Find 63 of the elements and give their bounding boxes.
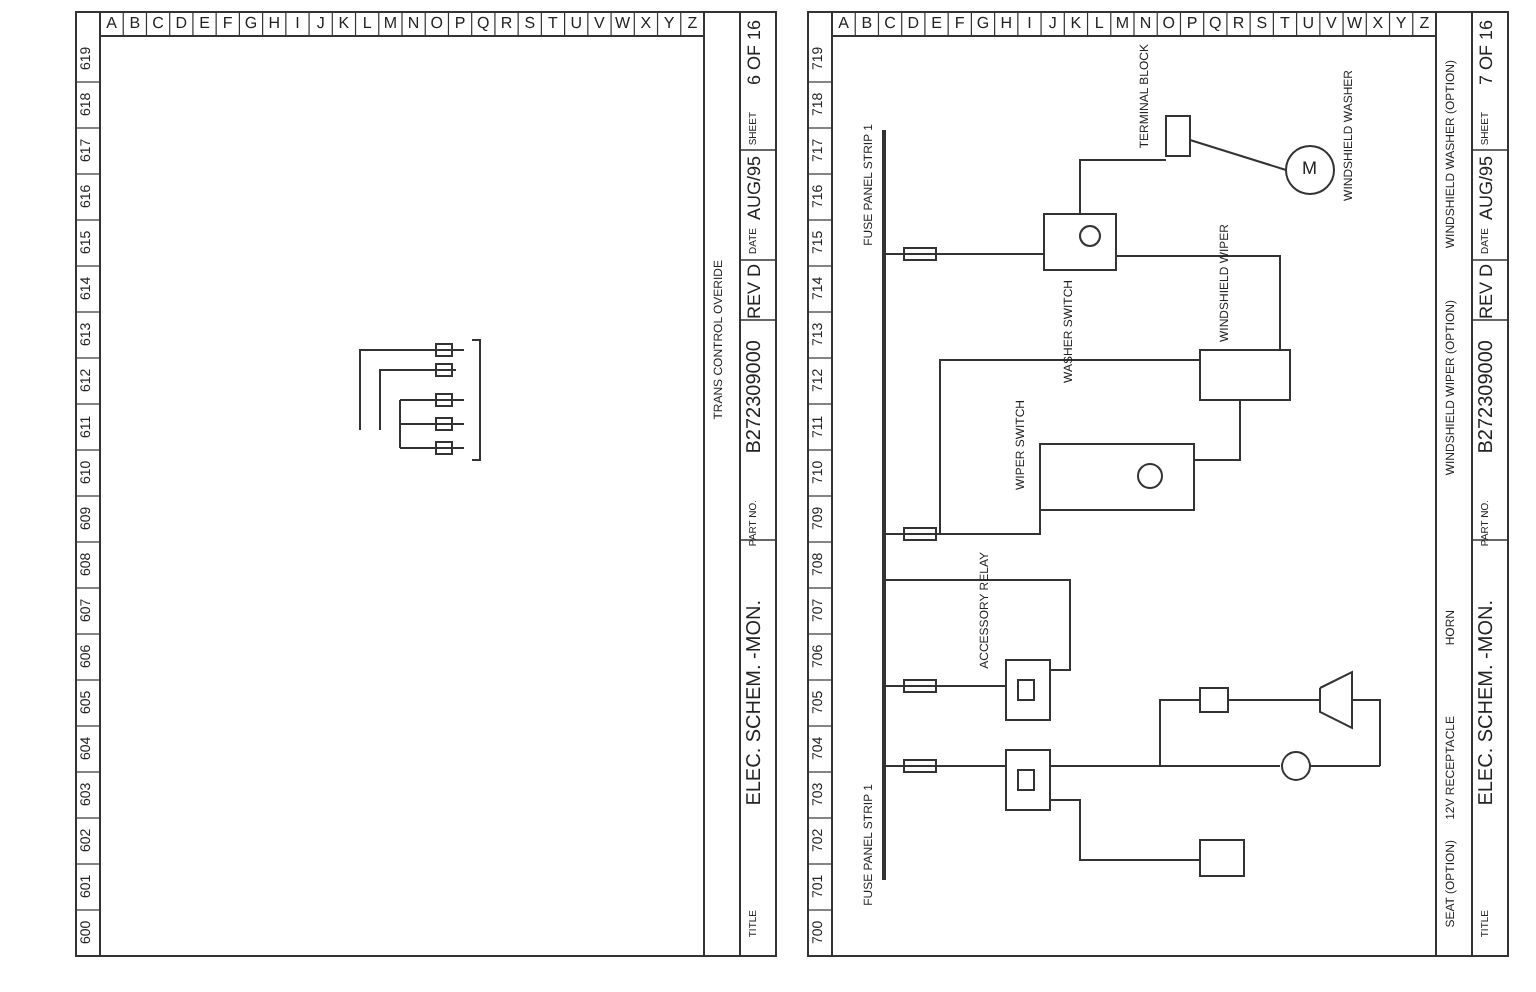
grid-letter: I — [293, 16, 302, 32]
grid-letter: A — [836, 16, 851, 32]
grid-letter: G — [974, 16, 992, 32]
grid-letter: V — [592, 16, 607, 32]
grid-letter: W — [613, 16, 633, 32]
grid-letter: K — [1068, 16, 1084, 32]
part-number: B272309000 — [1478, 340, 1498, 454]
grid-letter: Q — [1207, 16, 1224, 32]
grid-letter: S — [522, 16, 538, 32]
grid-letter: T — [1278, 16, 1292, 32]
sheet-number: 7 OF 16 — [1478, 20, 1496, 86]
grid-letter: P — [452, 16, 468, 32]
grid-letter: S — [1254, 16, 1270, 32]
grid-letter: Y — [661, 16, 677, 32]
grid-letter: Z — [1417, 16, 1432, 32]
grid-letter: D — [905, 16, 922, 32]
grid-letter: F — [220, 16, 235, 32]
grid-letter: E — [929, 16, 944, 32]
grid-letter: J — [1046, 16, 1059, 32]
grid-letter: O — [1160, 16, 1178, 32]
grid-letter: L — [1092, 16, 1106, 32]
grid-letter: U — [568, 16, 584, 32]
grid-letter: I — [1025, 16, 1034, 32]
grid-letter: Z — [685, 16, 700, 32]
grid-letter: G — [242, 16, 260, 32]
grid-letter: T — [546, 16, 560, 32]
grid-letter: N — [405, 16, 422, 32]
grid-letter: E — [197, 16, 212, 32]
date: AUG/95 — [746, 156, 764, 221]
drawing-title: ELEC. SCHEM. -MON. — [1478, 600, 1498, 806]
grid-letter: B — [127, 16, 143, 32]
grid-letter: Q — [475, 16, 492, 32]
drawing-title: ELEC. SCHEM. -MON. — [746, 600, 766, 806]
grid-letter: M — [381, 16, 400, 32]
grid-letter: H — [998, 16, 1014, 32]
grid-letter: X — [1370, 16, 1386, 32]
grid-letter: A — [104, 16, 119, 32]
grid-letter: J — [314, 16, 327, 32]
grid-letter: C — [150, 16, 166, 32]
grid-letter: C — [882, 16, 898, 32]
grid-letter: F — [952, 16, 967, 32]
sheet-number: 6 OF 16 — [746, 20, 764, 86]
grid-letter: K — [336, 16, 352, 32]
grid-letter: R — [498, 16, 515, 32]
grid-letter: M — [1113, 16, 1132, 32]
grid-letter: D — [173, 16, 190, 32]
grid-letter: V — [1324, 16, 1339, 32]
grid-letter: R — [1230, 16, 1247, 32]
grid-letter: H — [266, 16, 282, 32]
grid-letter: O — [428, 16, 446, 32]
date: AUG/95 — [1478, 156, 1496, 221]
grid-letter: B — [859, 16, 875, 32]
revision: REV D — [1478, 264, 1496, 320]
grid-letter: W — [1345, 16, 1365, 32]
grid-letter: L — [360, 16, 374, 32]
motor-symbol-letter: M — [1302, 160, 1317, 178]
grid-letter: U — [1300, 16, 1316, 32]
grid-letter: N — [1137, 16, 1154, 32]
grid-letter: X — [638, 16, 654, 32]
revision: REV D — [746, 264, 764, 320]
grid-letter: P — [1184, 16, 1200, 32]
part-number: B272309000 — [746, 340, 766, 454]
grid-letter: Y — [1393, 16, 1409, 32]
